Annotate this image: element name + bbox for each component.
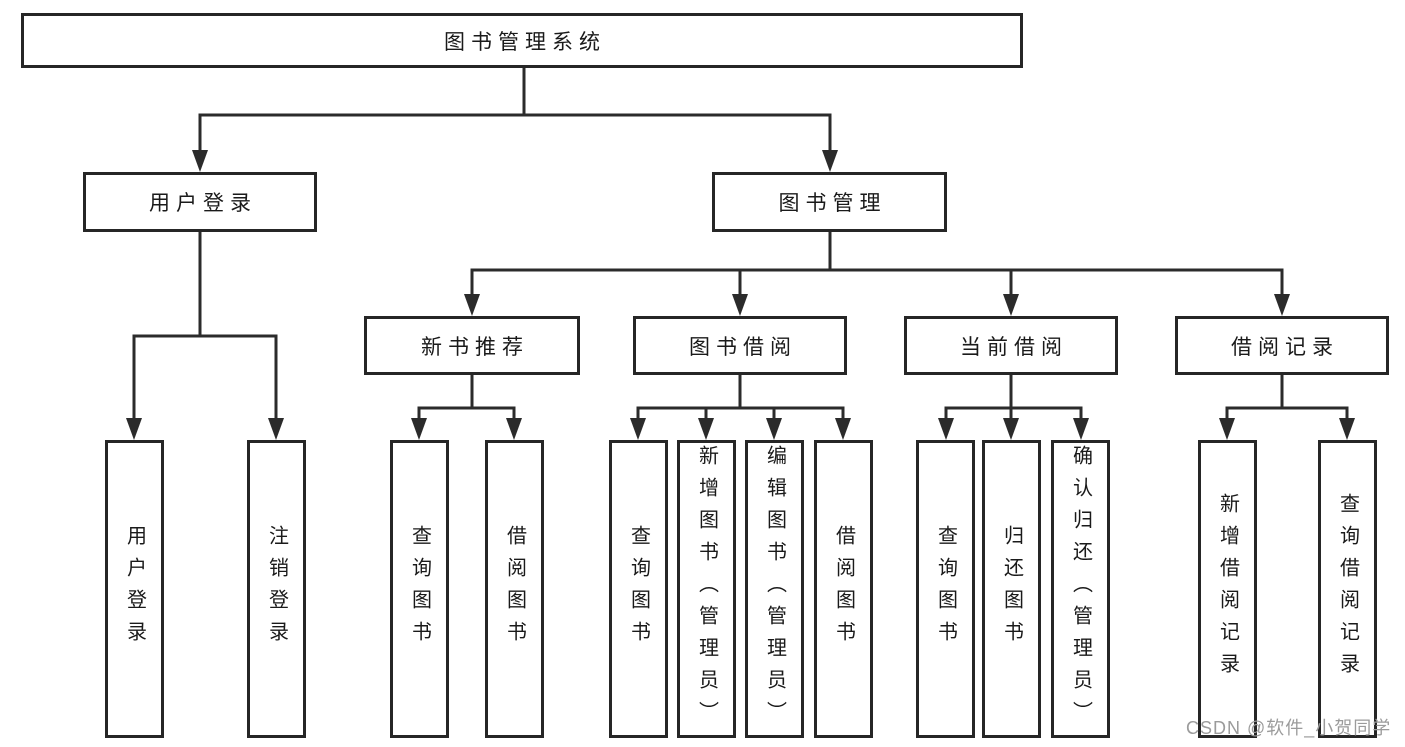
leaf-confirm-return-admin: 确认归还（管理员）	[1051, 440, 1110, 738]
node-book-borrowing: 图书借阅	[633, 316, 847, 375]
leaf-user-login: 用户登录	[105, 440, 164, 738]
csdn-watermark: CSDN @软件_小贺同学	[1186, 718, 1392, 738]
leaf-edit-books-admin: 编辑图书（管理员）	[745, 440, 804, 738]
leaf-borrowing-query-books: 查询图书	[609, 440, 668, 738]
leaf-recommend-borrow-books: 借阅图书	[485, 440, 544, 738]
leaf-return-books: 归还图书	[982, 440, 1041, 738]
node-book-management: 图书管理	[712, 172, 947, 232]
node-user-login: 用户登录	[83, 172, 317, 232]
node-new-book-recommend: 新书推荐	[364, 316, 580, 375]
node-current-borrowing: 当前借阅	[904, 316, 1118, 375]
leaf-borrow-books: 借阅图书	[814, 440, 873, 738]
leaf-current-query-books: 查询图书	[916, 440, 975, 738]
node-borrowing-records: 借阅记录	[1175, 316, 1389, 375]
leaf-add-borrow-record: 新增借阅记录	[1198, 440, 1257, 738]
leaf-logout: 注销登录	[247, 440, 306, 738]
leaf-query-borrow-record: 查询借阅记录	[1318, 440, 1377, 738]
node-library-management-system: 图书管理系统	[21, 13, 1023, 68]
leaf-add-books-admin: 新增图书（管理员）	[677, 440, 736, 738]
leaf-recommend-query-books: 查询图书	[390, 440, 449, 738]
